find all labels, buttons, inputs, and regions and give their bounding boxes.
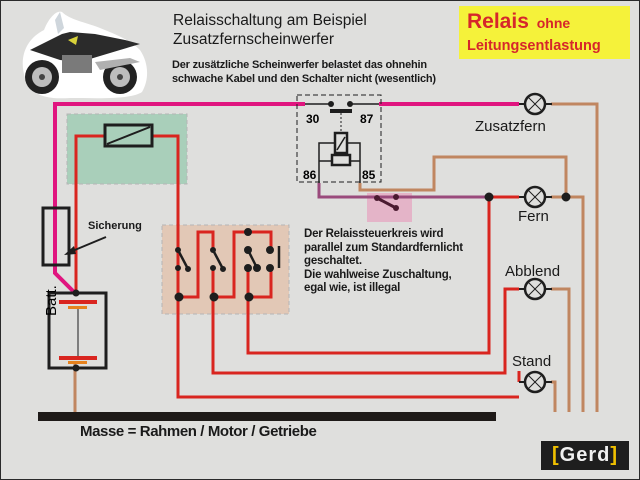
- fuse-label: Sicherung: [88, 220, 142, 232]
- badge-word: Relais: [467, 10, 529, 33]
- badge-line-1: Relais ohne: [467, 10, 570, 34]
- badge-suffix: ohne: [536, 15, 571, 31]
- relay-pin-30: 30: [306, 112, 320, 126]
- lamp-stand: [519, 370, 552, 394]
- wire-ground-return: [73, 102, 599, 412]
- subtitle-line-2: schwache Kabel und den Schalter nicht (w…: [172, 73, 436, 85]
- ignition-switch-symbol: [103, 123, 154, 148]
- lamp-label-fern: Fern: [518, 208, 549, 225]
- lamp-fern: [519, 185, 552, 209]
- author-logo: [Gerd]: [541, 441, 629, 470]
- battery-label: Batt.: [43, 285, 60, 316]
- relay-box: [296, 94, 382, 183]
- ground-bar: [38, 412, 496, 421]
- relay-pin-86: 86: [303, 168, 317, 182]
- subtitle-line-1: Der zusätzliche Scheinwerfer belastet da…: [172, 59, 427, 71]
- badge-line-2: Leitungsentlastung: [467, 38, 601, 54]
- title-line-1: Relaisschaltung am Beispiel: [173, 12, 367, 29]
- diagram-subtitle: Der zusätzliche Scheinwerfer belastet da…: [172, 58, 436, 86]
- lamp-label-stand: Stand: [512, 353, 552, 370]
- relay-pin-87: 87: [360, 112, 374, 126]
- lamp-label-abblend: Abblend: [505, 263, 561, 280]
- relay-control-switch: [374, 194, 399, 211]
- note-line-1: Der Relaissteuerkreis wird: [304, 228, 444, 240]
- note-line-5: egal wie, ist illegal: [304, 282, 401, 294]
- wire-relay-control: [317, 183, 489, 199]
- logo-bracket-left: [: [551, 444, 560, 466]
- lamp-abblend: [519, 277, 552, 301]
- wire-battery-plus: [53, 102, 519, 295]
- logo-bracket-right: ]: [610, 444, 619, 466]
- relay-badge: Relais ohne Leitungsentlastung: [459, 6, 630, 59]
- logo-text: Gerd: [559, 444, 611, 466]
- note-line-3: geschaltet.: [304, 255, 362, 267]
- diagram-title: Relaisschaltung am Beispiel Zusatzfernsc…: [173, 11, 367, 49]
- light-switch-contacts: [174, 192, 571, 302]
- fuse-symbol: [41, 206, 107, 267]
- ground-label: Masse = Rahmen / Motor / Getriebe: [80, 423, 317, 440]
- relay-internals: [305, 103, 379, 183]
- battery-symbol: [47, 289, 108, 372]
- title-line-2: Zusatzfernscheinwerfer: [173, 31, 335, 48]
- lamp-label-zusatzfern: Zusatzfern: [475, 118, 546, 135]
- relay-note: Der Relaissteuerkreis wird parallel zum …: [304, 228, 463, 296]
- note-line-4: Die wahlweise Zuschaltung,: [304, 268, 452, 281]
- motorcycle-image: [22, 11, 148, 99]
- note-line-2: parallel zum Standardfernlicht: [304, 241, 463, 254]
- relay-pin-85: 85: [362, 168, 376, 182]
- lamp-zusatzfern: [519, 92, 552, 116]
